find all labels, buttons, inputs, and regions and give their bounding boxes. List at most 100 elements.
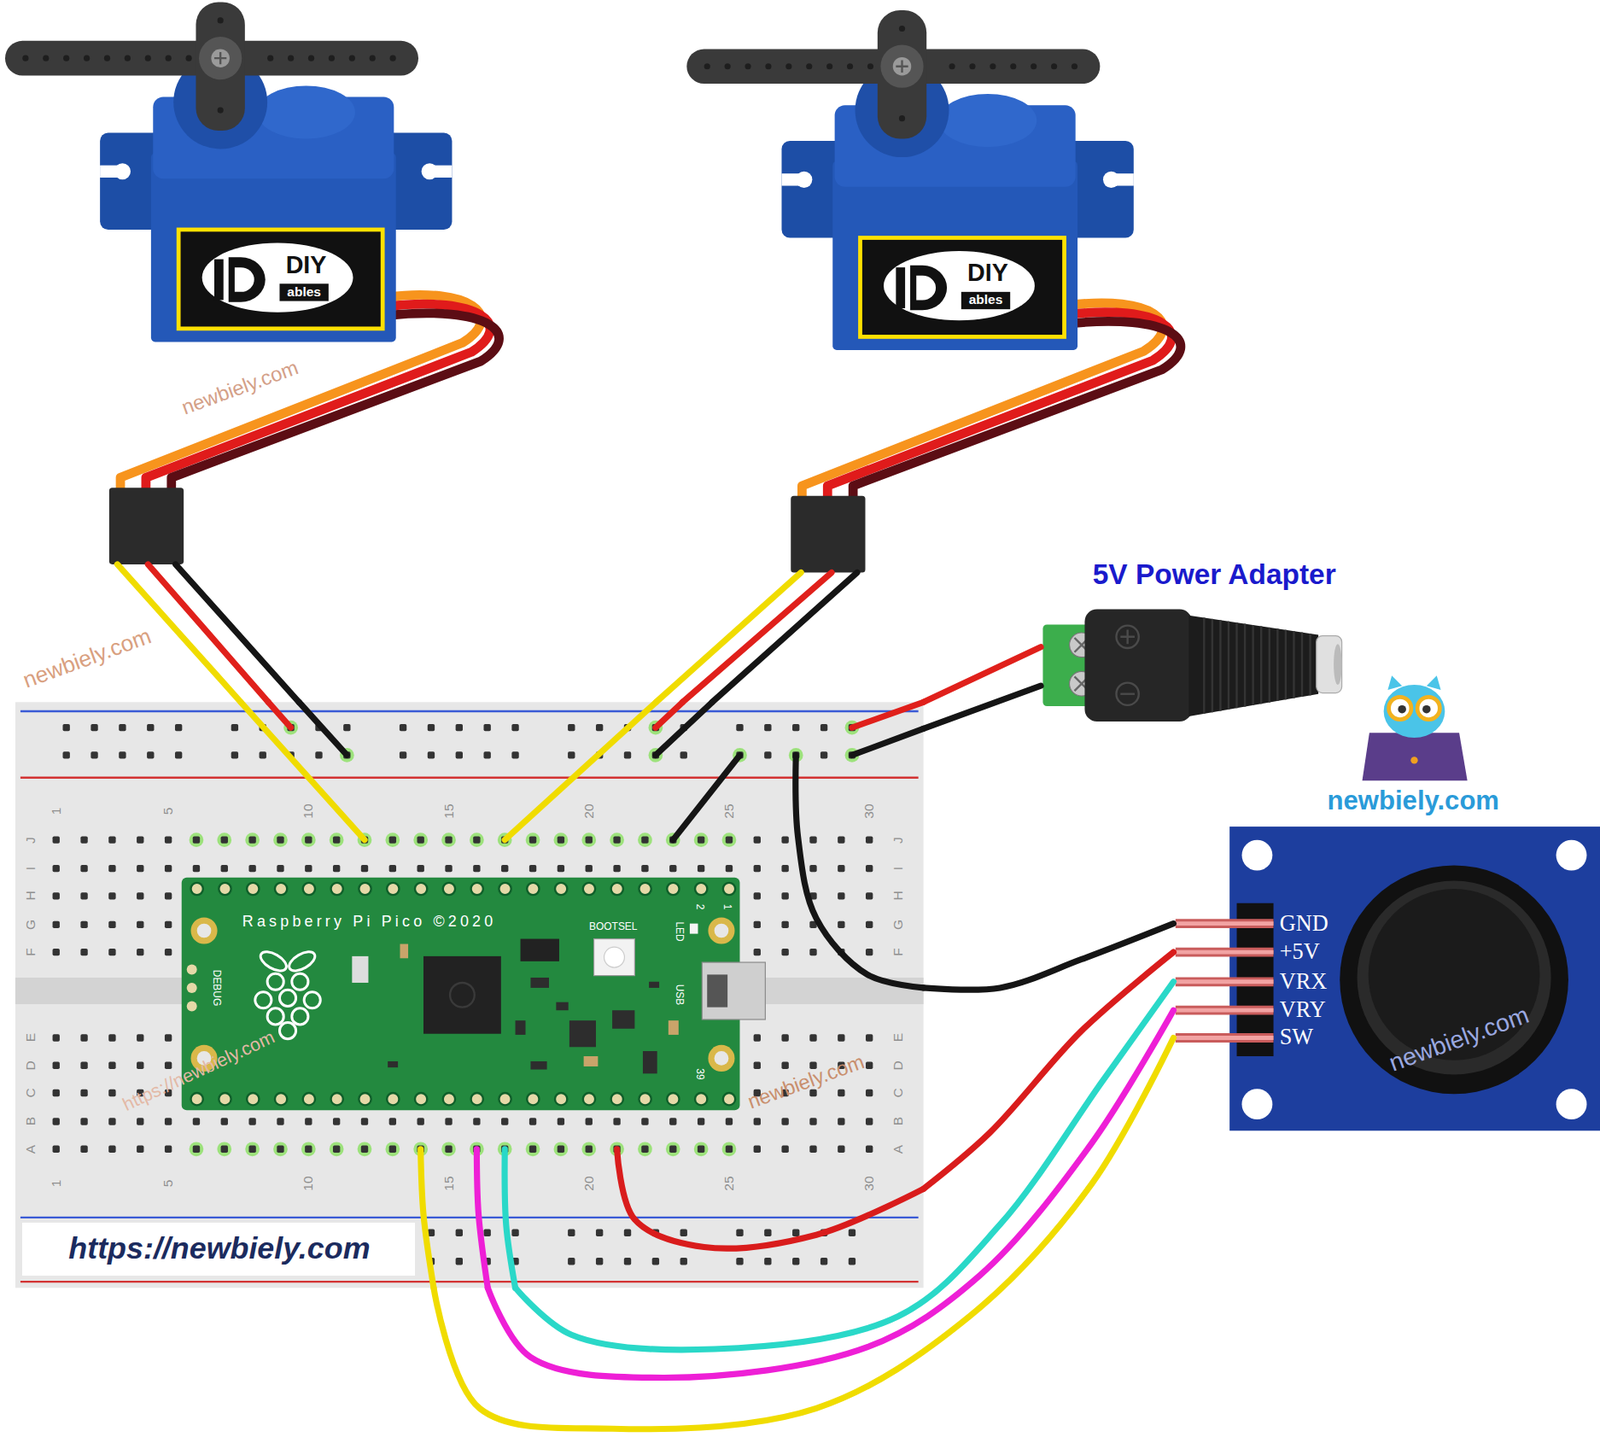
breadboard-hole (484, 751, 491, 759)
breadboard-hole (472, 864, 480, 872)
horn-screw (895, 60, 908, 73)
breadboard-hole (136, 1062, 144, 1069)
wire-end (504, 701, 656, 840)
column-number: 25 (721, 803, 736, 818)
hole-highlight (189, 832, 205, 847)
breadboard-hole (417, 864, 425, 872)
component (515, 1020, 526, 1035)
power-adapter (1042, 609, 1342, 722)
component (530, 977, 549, 988)
rail-line (20, 1280, 919, 1283)
logo-mark (234, 267, 255, 292)
mount-hole (190, 916, 217, 944)
breadboard-hole (52, 835, 60, 843)
hole-highlight (329, 1141, 345, 1157)
breadboard-hole (725, 835, 733, 843)
pin-pad (666, 1092, 679, 1105)
breadboard-hole (697, 1117, 705, 1125)
pin-pad (666, 882, 679, 895)
servo-body (151, 152, 397, 342)
breadboard-hole (118, 724, 126, 731)
column-number: 5 (161, 807, 176, 816)
breadboard-hole (361, 864, 368, 872)
row-letter: J (890, 836, 906, 844)
wire-end (476, 1149, 488, 1289)
header-pin (1175, 1008, 1274, 1013)
jumper-wire (683, 572, 832, 702)
breadboard-hole (735, 1229, 743, 1237)
pin-pad (386, 1092, 399, 1105)
pin-pad (274, 882, 287, 895)
servo-connector (109, 487, 184, 565)
breadboard-hole (809, 835, 817, 843)
mount-hole (114, 163, 131, 180)
hole-highlight (525, 1141, 541, 1157)
logo-mark (895, 267, 906, 309)
breadboard-hole (484, 1229, 491, 1237)
rail-line (20, 710, 919, 713)
column-number: 5 (161, 1179, 176, 1188)
logo-berry (279, 1022, 296, 1040)
servo-label (178, 229, 383, 329)
breadboard-hole (820, 751, 828, 759)
breadboard-hole (725, 1117, 733, 1125)
jumper-wire (433, 1037, 1174, 1429)
column-number: 1 (48, 807, 64, 816)
breadboard-hole (764, 1229, 771, 1237)
breadboard-hole (753, 948, 761, 956)
crystal (351, 956, 368, 983)
joystick-board (1229, 826, 1600, 1131)
component (569, 1020, 596, 1047)
wire-end (852, 701, 924, 728)
heading: 5V Power Adapter (1092, 558, 1337, 590)
breadboard-hole (389, 864, 397, 872)
breadboard-hole (781, 1145, 789, 1153)
servo-body (832, 161, 1078, 351)
breadboard-hole (792, 1229, 800, 1237)
breadboard-hole (585, 1117, 593, 1125)
debug-pad (186, 963, 198, 975)
breadboard-hole (669, 1117, 677, 1125)
logo-text: ables (286, 284, 322, 299)
row-letter: G (23, 919, 38, 930)
hole-highlight (385, 832, 400, 847)
hole-highlight (525, 832, 541, 847)
breadboard-hole (837, 892, 845, 900)
breadboard-hole (399, 724, 407, 731)
logo-leaf (257, 947, 290, 975)
pin-number: 2 (693, 904, 705, 911)
horn-hole (948, 63, 955, 70)
breadboard-hole (595, 1257, 603, 1265)
pin-label: +5V (1279, 940, 1320, 965)
watermark: newbiely.com (1385, 1000, 1533, 1076)
breadboard-hole (118, 751, 126, 759)
row-letter: A (23, 1144, 38, 1154)
breadboard-base (15, 701, 924, 1288)
breadboard-hole (315, 751, 322, 759)
pin-pad (414, 1092, 427, 1105)
horn-hole (328, 55, 335, 62)
breadboard-hole (837, 835, 845, 843)
laptop-dot (1410, 756, 1418, 764)
barrel-rib (1243, 624, 1246, 707)
laptop (1362, 732, 1468, 781)
breadboard-hole (444, 1117, 452, 1125)
logo-oval (883, 251, 1035, 321)
breadboard-hole (613, 1117, 620, 1125)
breadboard-hole (80, 1145, 88, 1153)
hole-highlight (722, 832, 737, 847)
breadboard-hole (484, 724, 491, 731)
logo-text: DIY (286, 251, 328, 280)
hole-highlight (245, 1141, 260, 1157)
pin-label: VRX (1279, 969, 1328, 994)
row-letter: D (23, 1060, 38, 1070)
breadboard-hole (248, 1145, 256, 1153)
horn-hole (805, 63, 812, 70)
logo-mark (214, 259, 224, 301)
component (642, 1051, 658, 1074)
breadboard-hole (753, 864, 761, 872)
breadboard-hole (221, 1117, 228, 1125)
